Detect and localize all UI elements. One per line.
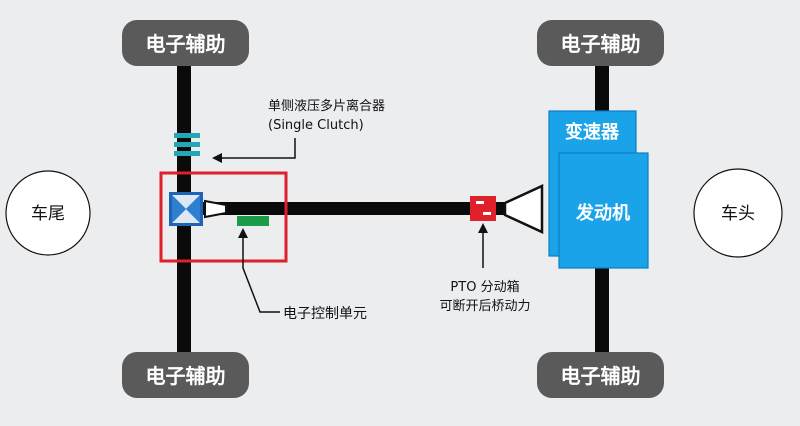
pto-arrowhead <box>478 223 488 233</box>
pto-label-1: PTO 分动箱 <box>450 279 519 295</box>
pto-label-2: 可断开后桥动力 <box>439 299 530 314</box>
rear-circle: 车尾 <box>5 170 91 256</box>
wheel-rear-top: 电子辅助 <box>122 20 249 66</box>
pto-transfer-case <box>470 196 496 221</box>
wheel-label: 电子辅助 <box>561 32 641 56</box>
gearbox-label: 变速器 <box>565 121 620 143</box>
ecu-unit <box>237 216 269 226</box>
wheel-label: 电子辅助 <box>146 364 226 388</box>
engine: 发动机 <box>558 152 649 269</box>
highlight-box <box>159 171 288 263</box>
ecu-label: 电子控制单元 <box>283 306 367 322</box>
bevel-gear-rear <box>204 199 227 219</box>
rear-label: 车尾 <box>31 204 65 224</box>
wheel-label: 电子辅助 <box>561 364 641 388</box>
clutch-leader-line <box>212 138 296 163</box>
front-circle: 车头 <box>693 168 783 258</box>
rear-differential <box>169 192 203 226</box>
clutch-label-cn: 单侧液压多片离合器 <box>268 98 385 114</box>
engine-label: 发动机 <box>575 202 630 224</box>
single-clutch <box>174 133 200 156</box>
wheel-front-top: 电子辅助 <box>537 20 664 66</box>
bevel-gear-front <box>503 184 544 234</box>
ecu-arrowhead <box>238 228 248 238</box>
clutch-label-en: (Single Clutch) <box>268 118 364 133</box>
wheel-label: 电子辅助 <box>146 32 226 56</box>
ecu-leader-line <box>242 232 280 313</box>
wheel-rear-bottom: 电子辅助 <box>122 352 249 398</box>
wheel-front-bottom: 电子辅助 <box>537 352 664 398</box>
front-label: 车头 <box>721 204 755 224</box>
drive-shaft <box>200 202 510 215</box>
